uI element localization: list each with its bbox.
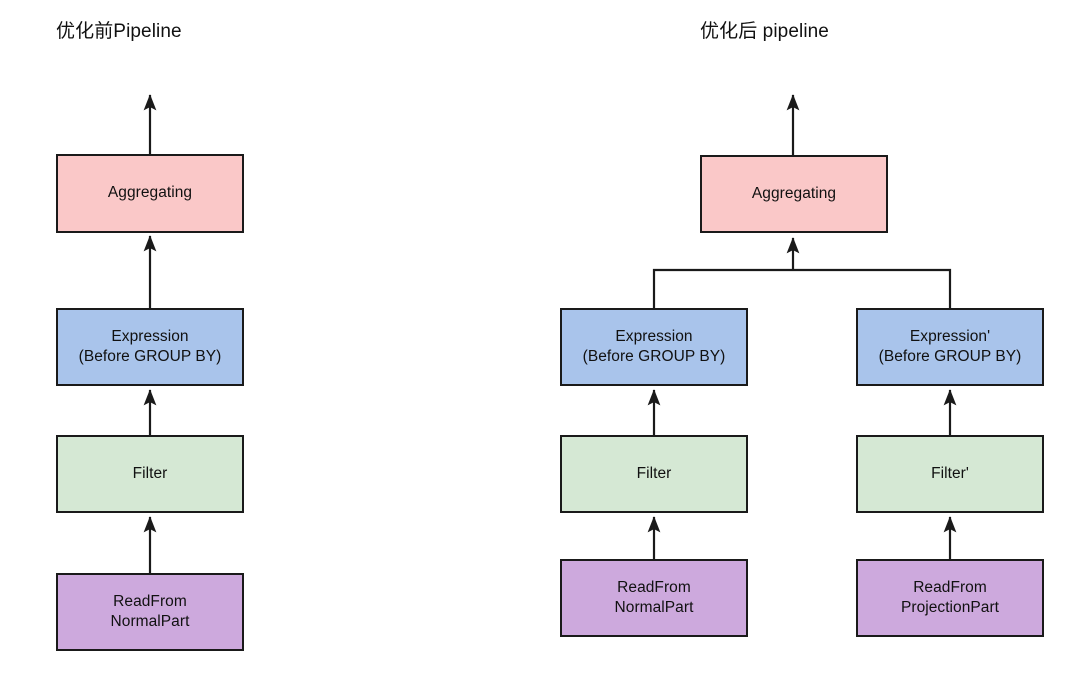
node-expression-prime-after: Expression' (Before GROUP BY) — [856, 308, 1044, 386]
node-expression-after: Expression (Before GROUP BY) — [560, 308, 748, 386]
edge-right-branch-merge — [652, 237, 952, 308]
node-filter-before: Filter — [56, 435, 244, 513]
node-aggregating-before: Aggregating — [56, 154, 244, 233]
pipeline-title-after: 优化后 pipeline — [700, 21, 829, 42]
node-filter-after: Filter — [560, 435, 748, 513]
pipeline-title-before: 优化前Pipeline — [56, 21, 182, 42]
node-readfrom-normalpart-after: ReadFrom NormalPart — [560, 559, 748, 637]
node-readfrom-normalpart-before: ReadFrom NormalPart — [56, 573, 244, 651]
node-readfrom-projectionpart-after: ReadFrom ProjectionPart — [856, 559, 1044, 637]
node-aggregating-after: Aggregating — [700, 155, 888, 233]
node-filter-prime-after: Filter' — [856, 435, 1044, 513]
node-expression-before: Expression (Before GROUP BY) — [56, 308, 244, 386]
